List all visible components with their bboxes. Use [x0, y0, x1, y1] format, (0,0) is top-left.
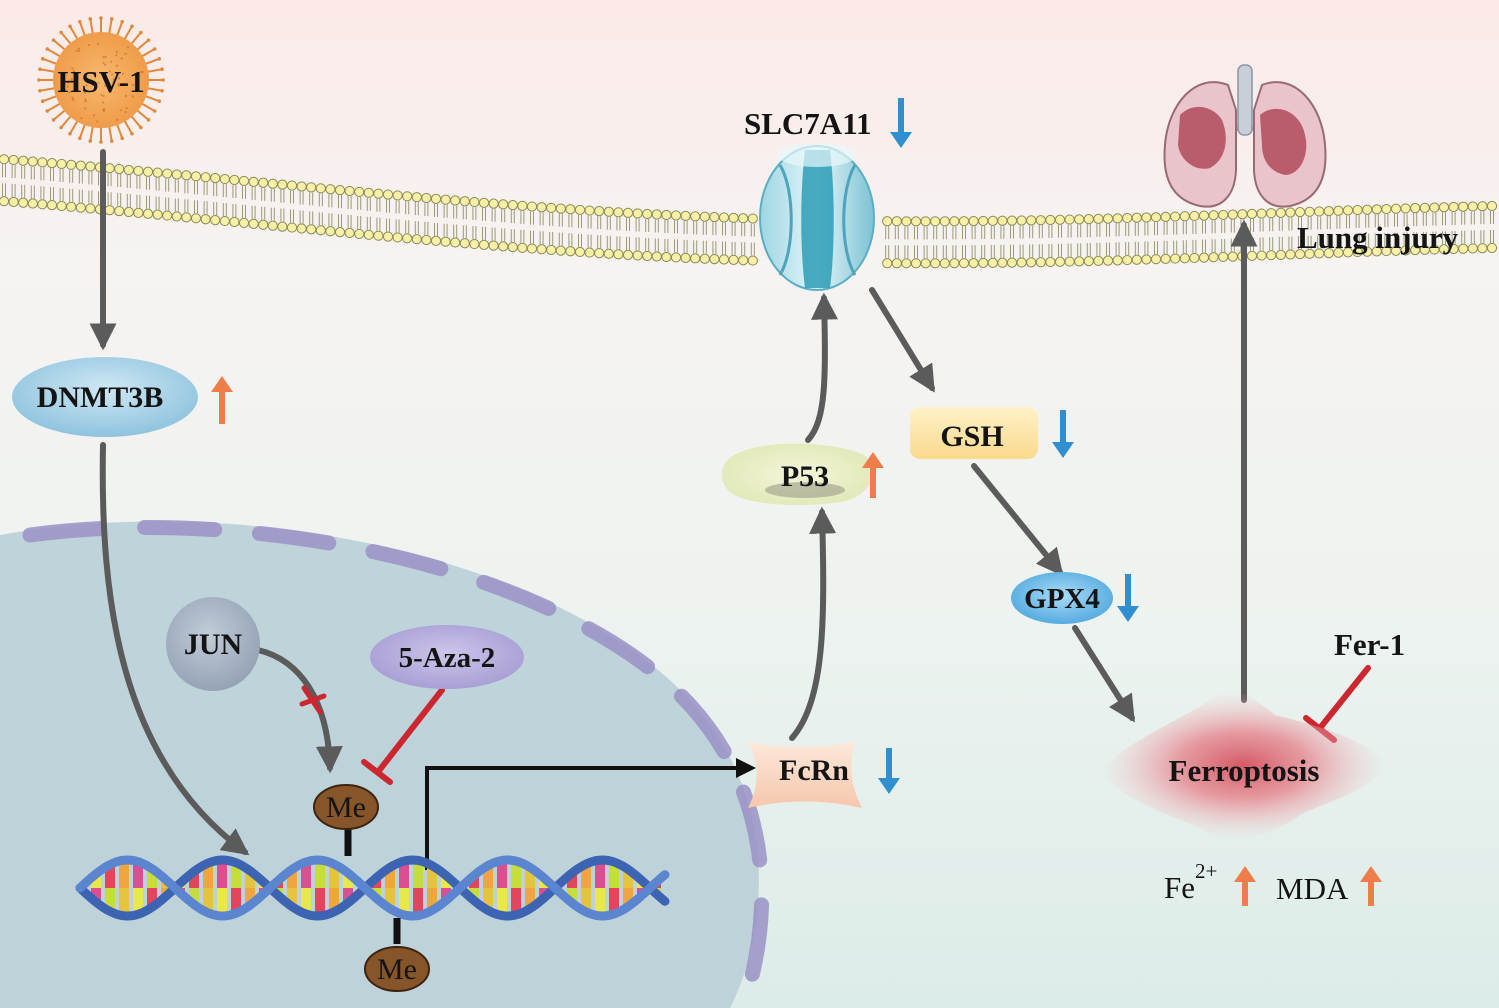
lung-injury-label: Lung injury	[1297, 220, 1459, 255]
dnmt3b-label: DNMT3B	[37, 381, 164, 414]
jun-node	[166, 597, 260, 691]
fer1-label: Fer-1	[1334, 627, 1405, 662]
regulation-arrows	[211, 98, 1382, 906]
arrow-fcrn-p53	[789, 506, 837, 741]
fe-label: Fe2+	[1164, 859, 1217, 905]
hsv1-label: HSV-1	[57, 64, 144, 99]
arrow-dnmt3b-dna	[99, 442, 250, 856]
fcrn-node	[748, 742, 862, 808]
me-bottom-label: Me	[377, 953, 417, 986]
arrow-gsh-gpx4	[971, 463, 1064, 577]
mda-up-arrow	[1360, 866, 1382, 906]
mda-label: MDA	[1276, 871, 1349, 906]
cell-membrane	[0, 154, 1498, 269]
dnmt3b-up-arrow	[211, 376, 233, 424]
hsv1-virus	[37, 16, 165, 144]
lipid-heads	[0, 154, 1498, 269]
p53-label: P53	[781, 460, 829, 493]
p53-shadow	[765, 482, 845, 498]
arrow-p53-slc7a11	[805, 292, 839, 443]
aza-node	[370, 625, 524, 689]
slc7a11-down-arrow	[890, 98, 912, 148]
me-top-node	[313, 784, 379, 830]
lung-icon	[1163, 64, 1327, 208]
p53-up-arrow	[862, 452, 884, 498]
dnmt3b-node	[12, 357, 198, 437]
fe-superscript: 2+	[1195, 859, 1217, 883]
ferroptosis-blob	[1100, 691, 1385, 840]
arrow-gpx4-ferroptosis	[1072, 625, 1135, 723]
gpx4-node	[1011, 572, 1113, 624]
ferroptosis-label: Ferroptosis	[1169, 753, 1320, 788]
pathway-arrows	[89, 149, 1258, 856]
inhibition-aza	[361, 687, 445, 785]
slc7a11-label: SLC7A11	[744, 106, 871, 141]
fcrn-down-arrow	[878, 748, 900, 794]
arrow-jun-me	[255, 647, 343, 774]
arrow-slc7a11-gsh	[869, 287, 935, 393]
jun-label: JUN	[184, 628, 243, 661]
gpx4-down-arrow	[1117, 574, 1139, 622]
arrow-dna-fcrn	[425, 758, 756, 870]
lipid-tails	[2, 164, 1494, 259]
blocked-mark	[299, 685, 327, 715]
fcrn-label: FcRn	[779, 754, 849, 787]
slc7a11-channel	[759, 143, 875, 291]
me-bottom-node	[364, 946, 430, 992]
gsh-label: GSH	[940, 420, 1003, 453]
gpx4-label: GPX4	[1024, 583, 1100, 615]
gsh-node	[910, 407, 1038, 459]
dna-helix	[75, 855, 670, 921]
me-top-label: Me	[326, 791, 366, 824]
nuclear-envelope	[22, 520, 770, 1008]
fe2-up-arrow	[1234, 866, 1256, 906]
aza-label: 5-Aza-2	[399, 642, 496, 674]
gsh-down-arrow	[1052, 410, 1074, 458]
